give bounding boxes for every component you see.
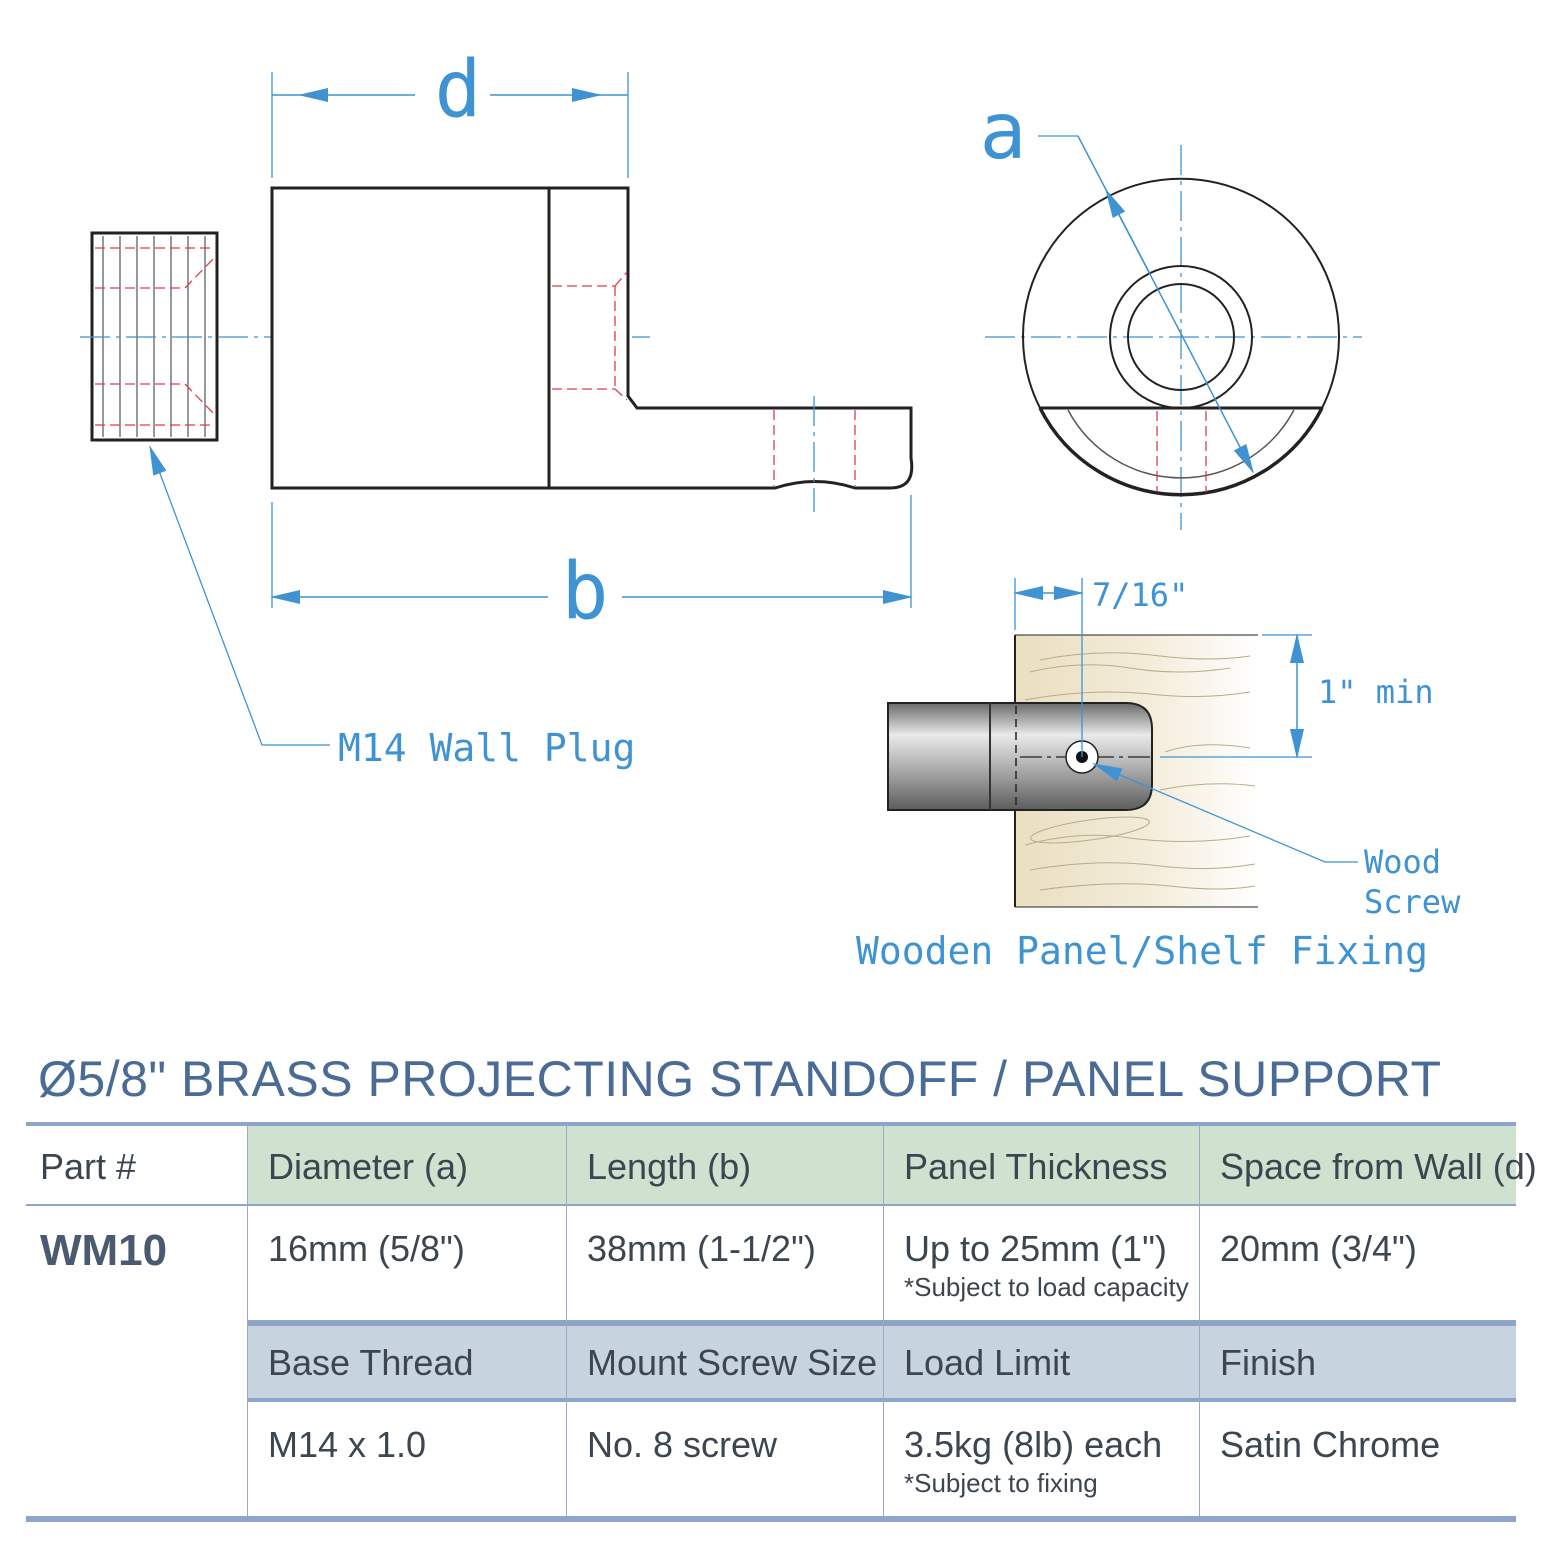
wood-screw-callout: Wood Screw [1092,763,1461,921]
row1-header-band [248,1126,1516,1206]
panel-thickness-note: *Subject to load capacity [904,1272,1189,1302]
base-thread-value: M14 x 1.0 [268,1424,427,1465]
space-from-wall-header: Space from Wall (d) [1220,1146,1537,1187]
standoff-side-view [270,186,914,512]
dimension-a: a [980,87,1254,474]
spec-table: Part # WM10 Diameter (a) Length (b) Pane… [26,1122,1537,1522]
load-limit-cell: 3.5kg (8lb) each *Subject to fixing [884,1402,1199,1516]
dimension-a-label: a [980,87,1027,177]
part-header: Part # [40,1146,137,1187]
technical-drawing: d b M14 Wall Plug a [80,45,1461,973]
mount-screw-value: No. 8 screw [587,1424,778,1465]
dimension-d-label: d [435,45,482,135]
panel-thickness-value: Up to 25mm (1") [904,1228,1167,1269]
dimension-b: b [270,495,913,637]
wall-plug-label: M14 Wall Plug [338,726,635,770]
fixing-caption: Wooden Panel/Shelf Fixing [856,929,1428,973]
min-dimension: 1" min [1160,633,1434,759]
load-limit-value: 3.5kg (8lb) each [904,1424,1163,1465]
wood-screw-label-1: Wood [1364,843,1441,881]
wall-plug-callout: M14 Wall Plug [149,445,635,770]
load-limit-header: Load Limit [904,1342,1071,1383]
length-header: Length (b) [587,1146,752,1187]
mount-screw-header: Mount Screw Size [587,1342,878,1383]
wood-screw-label-2: Screw [1364,883,1461,921]
row2-header-band [248,1326,1516,1398]
offset-dimension: 7/16" [1013,576,1188,757]
panel-thickness-cell: Up to 25mm (1") *Subject to load capacit… [884,1206,1199,1320]
length-value: 38mm (1-1/2") [587,1228,816,1269]
offset-label: 7/16" [1092,576,1188,614]
base-thread-header: Base Thread [268,1342,474,1383]
finish-value: Satin Chrome [1220,1424,1441,1465]
finish-header: Finish [1220,1342,1317,1383]
min-label: 1" min [1318,673,1434,711]
space-from-wall-value: 20mm (3/4") [1220,1228,1417,1269]
panel-thickness-header: Panel Thickness [904,1146,1168,1187]
part-number: WM10 [40,1226,168,1275]
dimension-d: d [271,45,629,178]
standoff-end-view [985,145,1362,530]
product-title: Ø5/8" BRASS PROJECTING STANDOFF / PANEL … [38,1051,1442,1107]
dimension-b-label: b [562,547,609,637]
diameter-value: 16mm (5/8") [268,1228,465,1269]
diameter-header: Diameter (a) [268,1146,469,1187]
wooden-panel-fixing [887,634,1258,908]
load-limit-note: *Subject to fixing [904,1468,1098,1498]
